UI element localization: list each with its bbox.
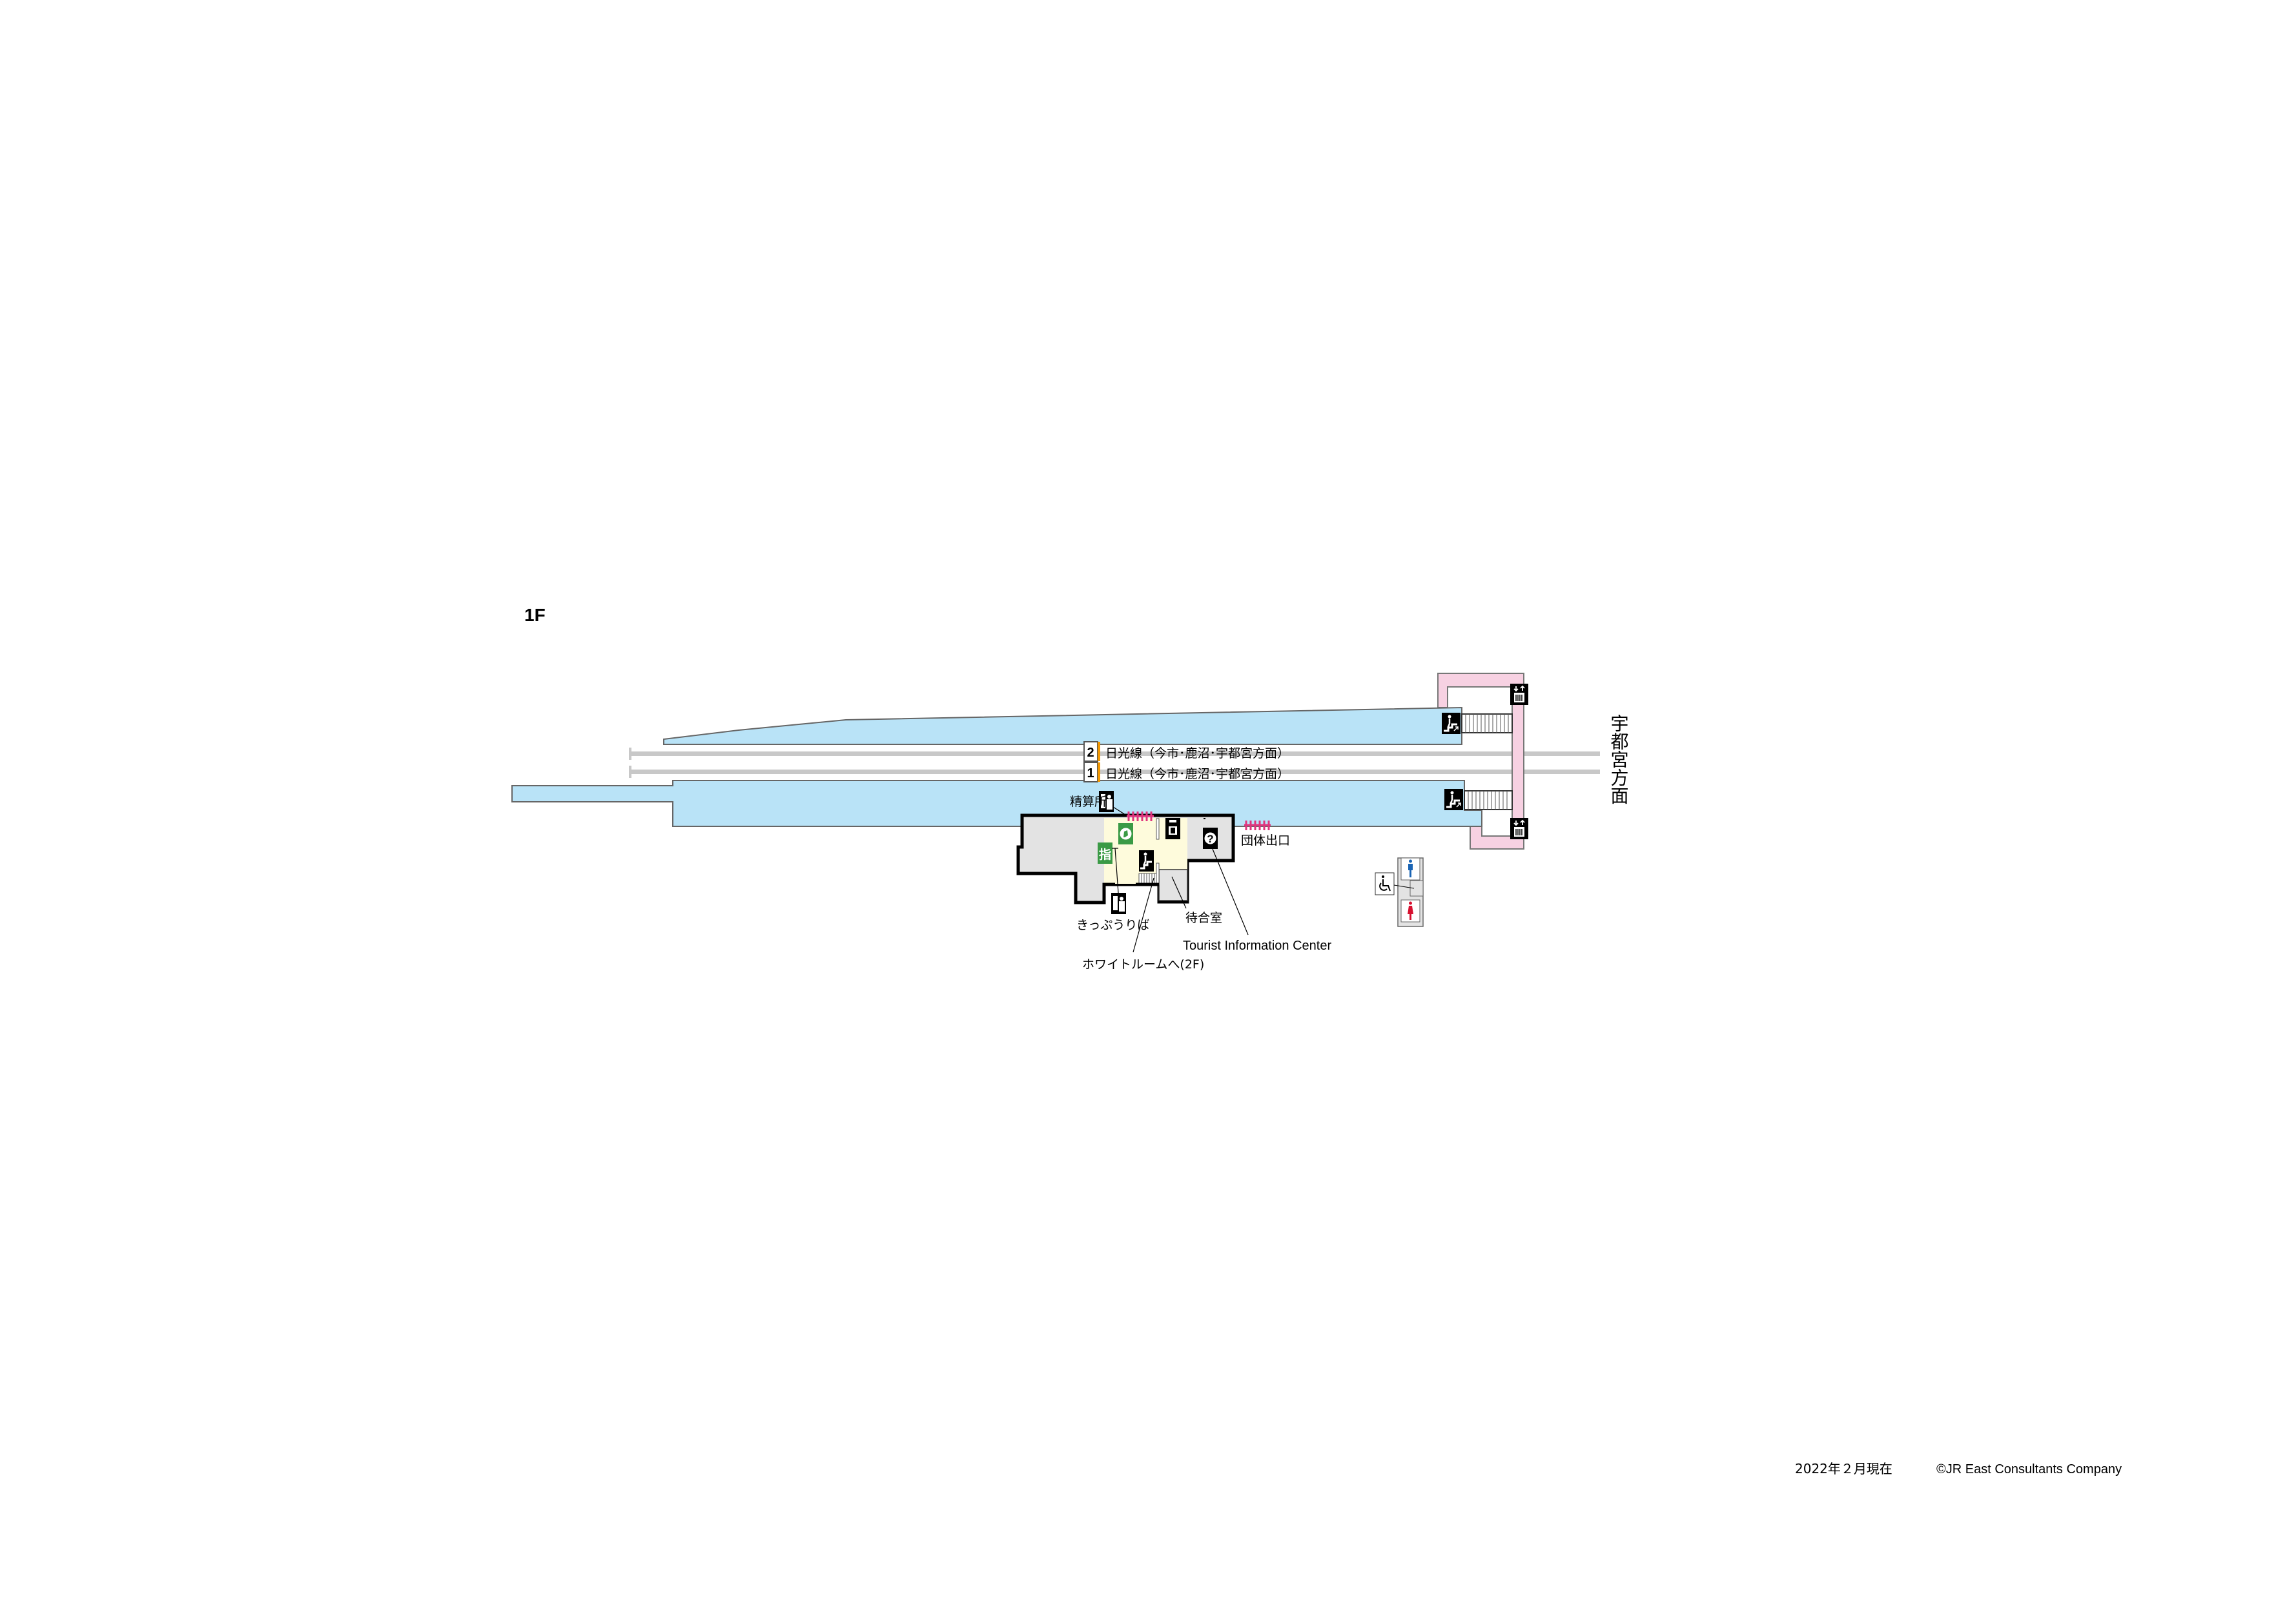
group-exit-gates [1244, 821, 1271, 830]
waiting-room-label: 待合室 [1185, 911, 1222, 925]
platform-lower [511, 780, 1482, 827]
track-1 [630, 770, 1600, 774]
waiting-room [1158, 869, 1188, 901]
stairs-icon [1139, 850, 1154, 872]
footer-date: 2022年２月現在 [1795, 1461, 1892, 1476]
elevator-icon [1510, 684, 1528, 705]
stairs-icon [1444, 789, 1463, 810]
direction-label: 宇都宮方面 [1608, 714, 1630, 804]
track-label-2: 2 日光線（今市･鹿沼･宇都宮方面） [1083, 741, 1289, 762]
stairs-upper [1461, 713, 1513, 733]
track-1-end [629, 766, 631, 778]
fare-adjustment-icon [1099, 791, 1114, 812]
ticket-gates [1127, 812, 1154, 821]
locker-icon [1165, 818, 1180, 839]
ticket-sales-label: きっぷうりば [1076, 918, 1149, 932]
tourist-info-label: Tourist Information Center [1183, 939, 1331, 953]
stairs-icon [1442, 713, 1461, 734]
wheelchair-icon [1375, 872, 1415, 895]
floor-label: 1F [524, 605, 546, 625]
ticket-machine-icon [1111, 893, 1126, 914]
track-2 [630, 751, 1600, 756]
track-line-label: 日光線（今市･鹿沼･宇都宮方面） [1105, 767, 1289, 781]
svg-text:?: ? [1207, 833, 1213, 845]
track-2-end [629, 748, 631, 760]
footer-copyright: ©JR East Consultants Company [1936, 1462, 2122, 1476]
stairs-lower [1464, 790, 1513, 810]
track-number: 2 [1087, 746, 1094, 760]
information-icon: ? [1203, 828, 1218, 849]
svg-text:指: 指 [1099, 848, 1111, 862]
leader-lines [1112, 806, 1249, 953]
fare-adjustment-label: 精算所 [1070, 795, 1107, 809]
elevator-icon [1510, 818, 1528, 839]
white-room-label: ホワイトルームへ(2F) [1082, 957, 1204, 972]
reserved-seat-icon [1118, 823, 1133, 844]
toilets [1375, 857, 1424, 927]
track-label-1: 1 日光線（今市･鹿沼･宇都宮方面） [1083, 762, 1289, 782]
track-number: 1 [1087, 766, 1094, 781]
tracks [629, 748, 1600, 778]
platform-upper [663, 706, 1462, 745]
ticket-office-icon: 指 [1098, 842, 1112, 864]
track-line-label: 日光線（今市･鹿沼･宇都宮方面） [1105, 746, 1289, 760]
group-exit-label: 団体出口 [1241, 833, 1290, 848]
